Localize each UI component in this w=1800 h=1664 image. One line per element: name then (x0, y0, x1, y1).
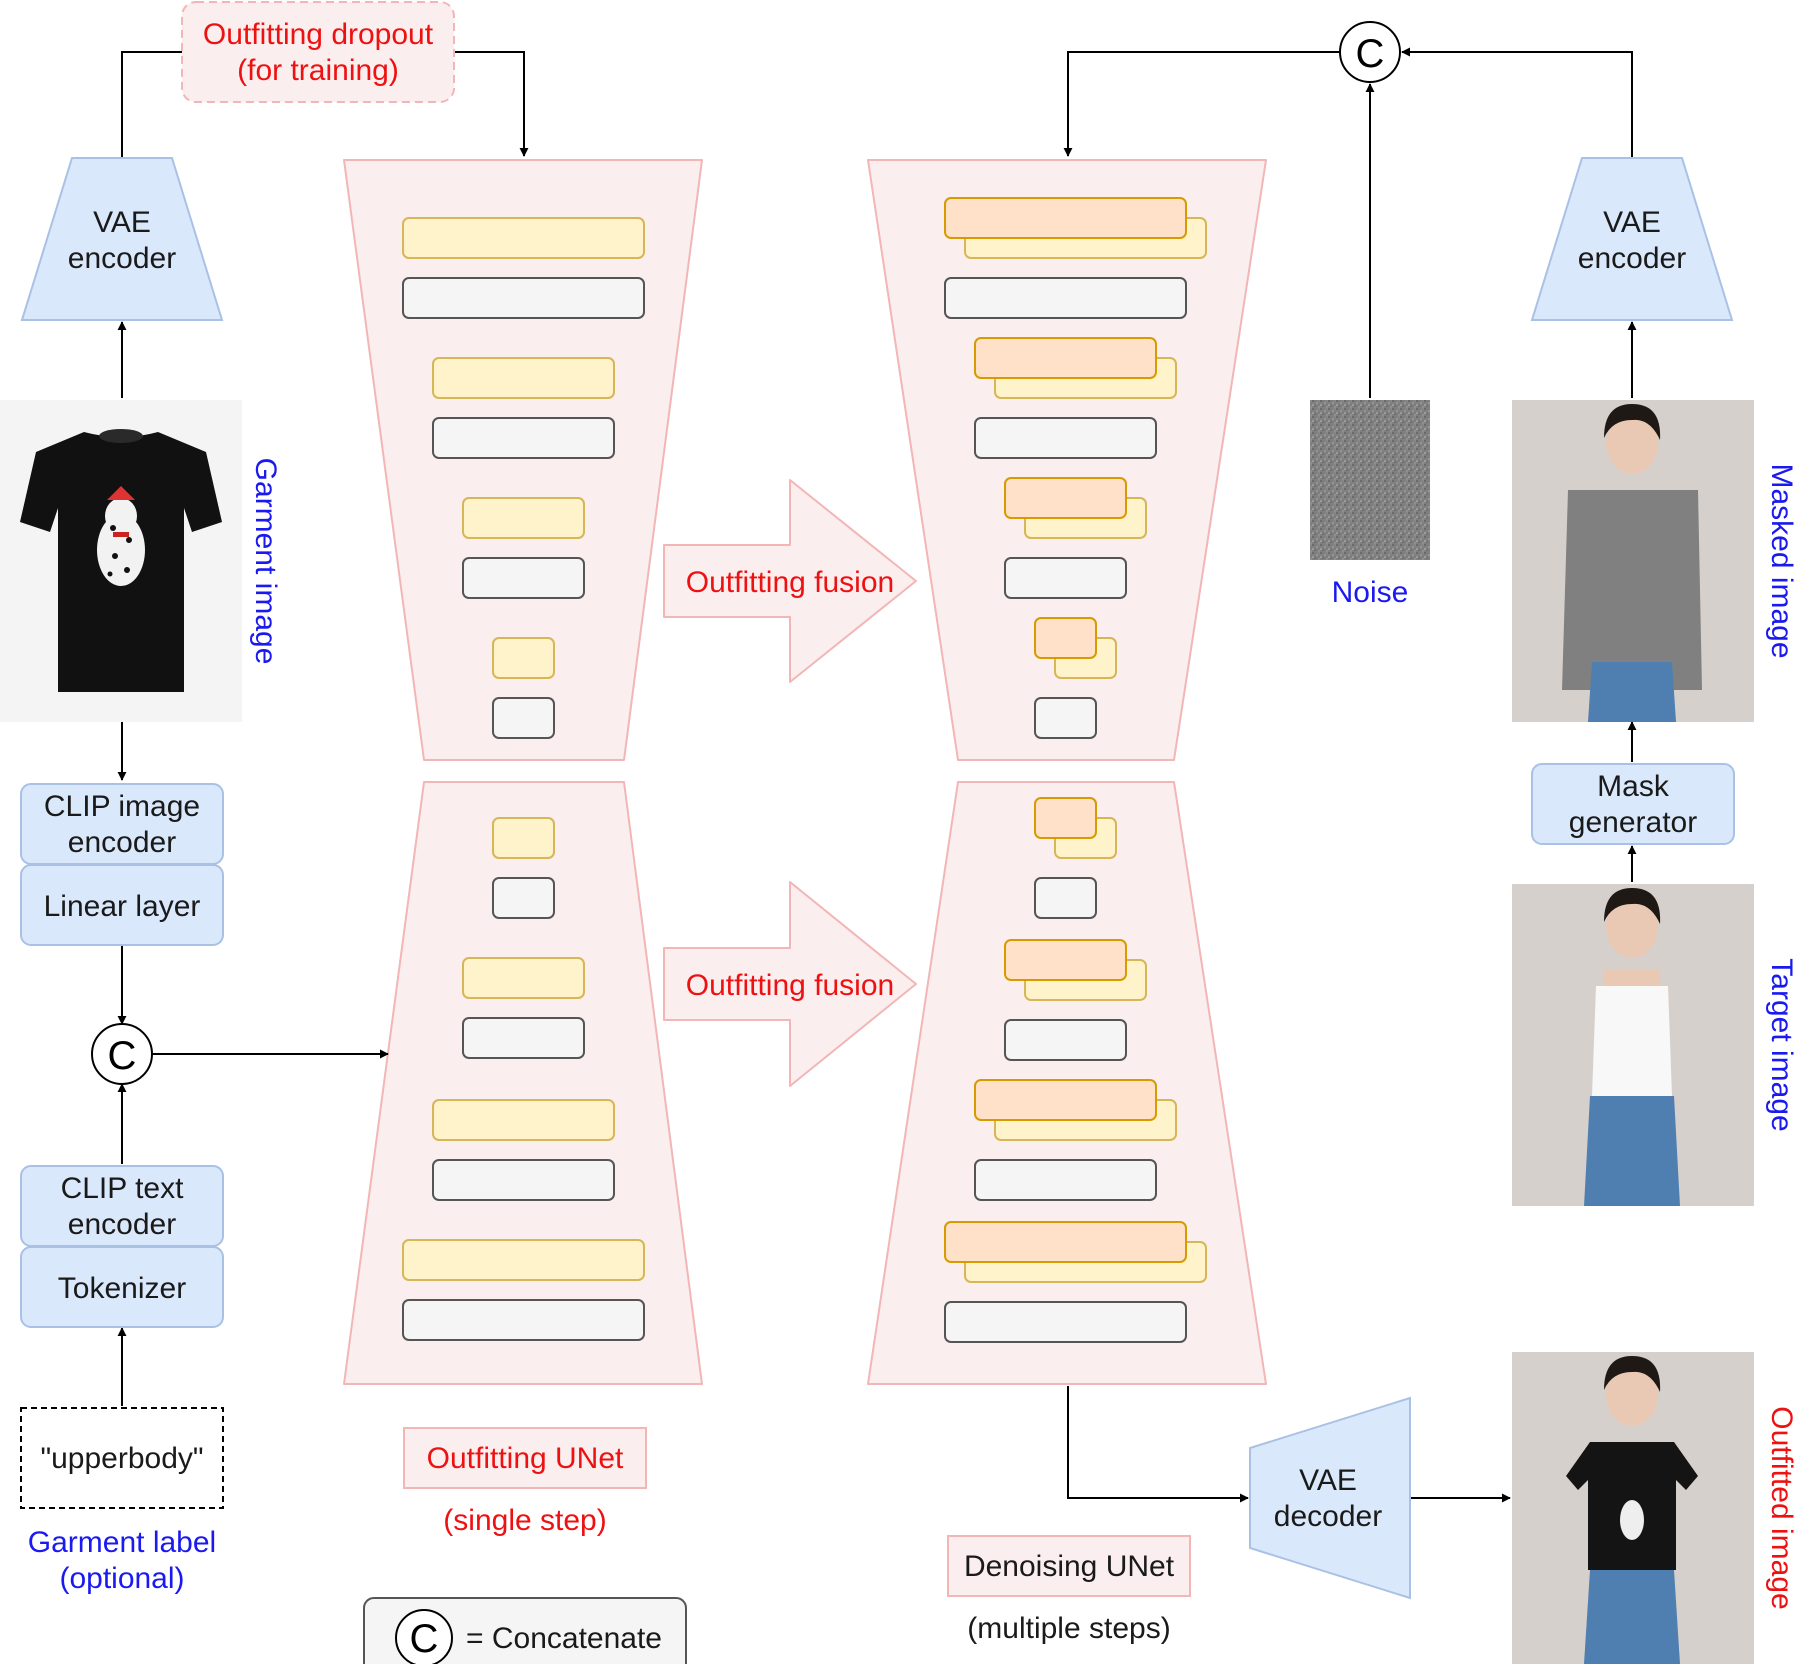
dropout-sublabel: (for training) (237, 54, 399, 87)
vae-decoder-line2: decoder (1274, 1500, 1382, 1533)
denoising-unet-caption: Denoising UNet (947, 1535, 1191, 1597)
dropout-label: Outfitting dropout (203, 18, 434, 51)
garment-label-input: "upperbody" (20, 1407, 224, 1509)
outfitted-image (1512, 1352, 1754, 1664)
noise-label: Noise (1332, 576, 1409, 609)
outfitting-unet-label: Outfitting UNet (427, 1442, 624, 1475)
masked-image-label: Masked image (1765, 463, 1798, 658)
upperbody-text: "upperbody" (40, 1442, 203, 1475)
concat-symbol-left: C (108, 1034, 137, 1078)
clip-text-encoder: CLIP text encoder (20, 1165, 224, 1247)
linear-layer-label: Linear layer (44, 890, 201, 923)
concat-node-left: C (91, 1023, 153, 1085)
outfitting-fusion-arrow-top: Outfitting fusion (663, 479, 917, 683)
vae-decoder: VAE decoder (1249, 1396, 1411, 1600)
wires (117, 47, 1637, 1503)
concat-symbol-top: C (1356, 32, 1385, 76)
clip-image-encoder-line2: encoder (68, 826, 176, 859)
denoising-unet-sublabel: (multiple steps) (967, 1612, 1170, 1645)
garment-label-text: Garment label (28, 1526, 216, 1559)
outfitting-unet-decoder (343, 781, 703, 1385)
vae-encoder-left: VAE encoder (20, 157, 224, 321)
clip-image-encoder-line1: CLIP image (44, 790, 200, 823)
outfitting-unet-blocks-top (402, 217, 645, 739)
mask-generator: Mask generator (1531, 763, 1735, 845)
outfitting-fusion-arrow-bottom: Outfitting fusion (663, 881, 917, 1087)
vae-encoder-left-line1: VAE (93, 206, 151, 239)
concat-node-top: C (1339, 21, 1401, 83)
clip-text-encoder-line1: CLIP text (61, 1172, 185, 1205)
outfitting-unet-blocks-bottom (402, 817, 645, 1341)
legend-text: = Concatenate (466, 1622, 662, 1655)
target-image-label: Target image (1765, 958, 1798, 1131)
denoising-unet-blocks-bottom (944, 797, 1207, 1343)
vae-decoder-line1: VAE (1299, 1464, 1357, 1497)
masked-image (1512, 400, 1754, 722)
outfitting-dropout: Outfitting dropout (for training) (181, 1, 455, 103)
denoising-unet-blocks-top (944, 197, 1207, 739)
noise-image (1310, 400, 1430, 560)
vae-encoder-left-line2: encoder (68, 242, 176, 275)
clip-image-encoder: CLIP image encoder (20, 783, 224, 865)
legend-concatenate: C = Concatenate (363, 1597, 687, 1664)
garment-image (0, 400, 242, 722)
outfitting-unet-caption: Outfitting UNet (403, 1427, 647, 1489)
fusion-bottom-label: Outfitting fusion (686, 969, 894, 1002)
mask-generator-line1: Mask (1597, 770, 1670, 803)
clip-text-encoder-line2: encoder (68, 1208, 176, 1241)
linear-layer: Linear layer (20, 864, 224, 946)
vae-encoder-right-line2: encoder (1578, 242, 1686, 275)
vae-encoder-right-line1: VAE (1603, 206, 1661, 239)
mask-generator-line2: generator (1569, 806, 1697, 839)
denoising-unet-label: Denoising UNet (964, 1550, 1175, 1583)
dalmatian-print-icon (97, 486, 145, 586)
outfitting-unet-sublabel: (single step) (443, 1504, 606, 1537)
legend-concat-symbol: C (410, 1617, 439, 1661)
tokenizer-label: Tokenizer (58, 1272, 186, 1305)
garment-image-label: Garment image (249, 458, 282, 665)
fusion-top-label: Outfitting fusion (686, 566, 894, 599)
outfitted-image-label: Outfitted image (1765, 1406, 1798, 1609)
target-image (1512, 884, 1754, 1206)
vae-encoder-right: VAE encoder (1530, 157, 1734, 321)
garment-label-subtext: (optional) (59, 1562, 184, 1595)
tokenizer: Tokenizer (20, 1246, 224, 1328)
